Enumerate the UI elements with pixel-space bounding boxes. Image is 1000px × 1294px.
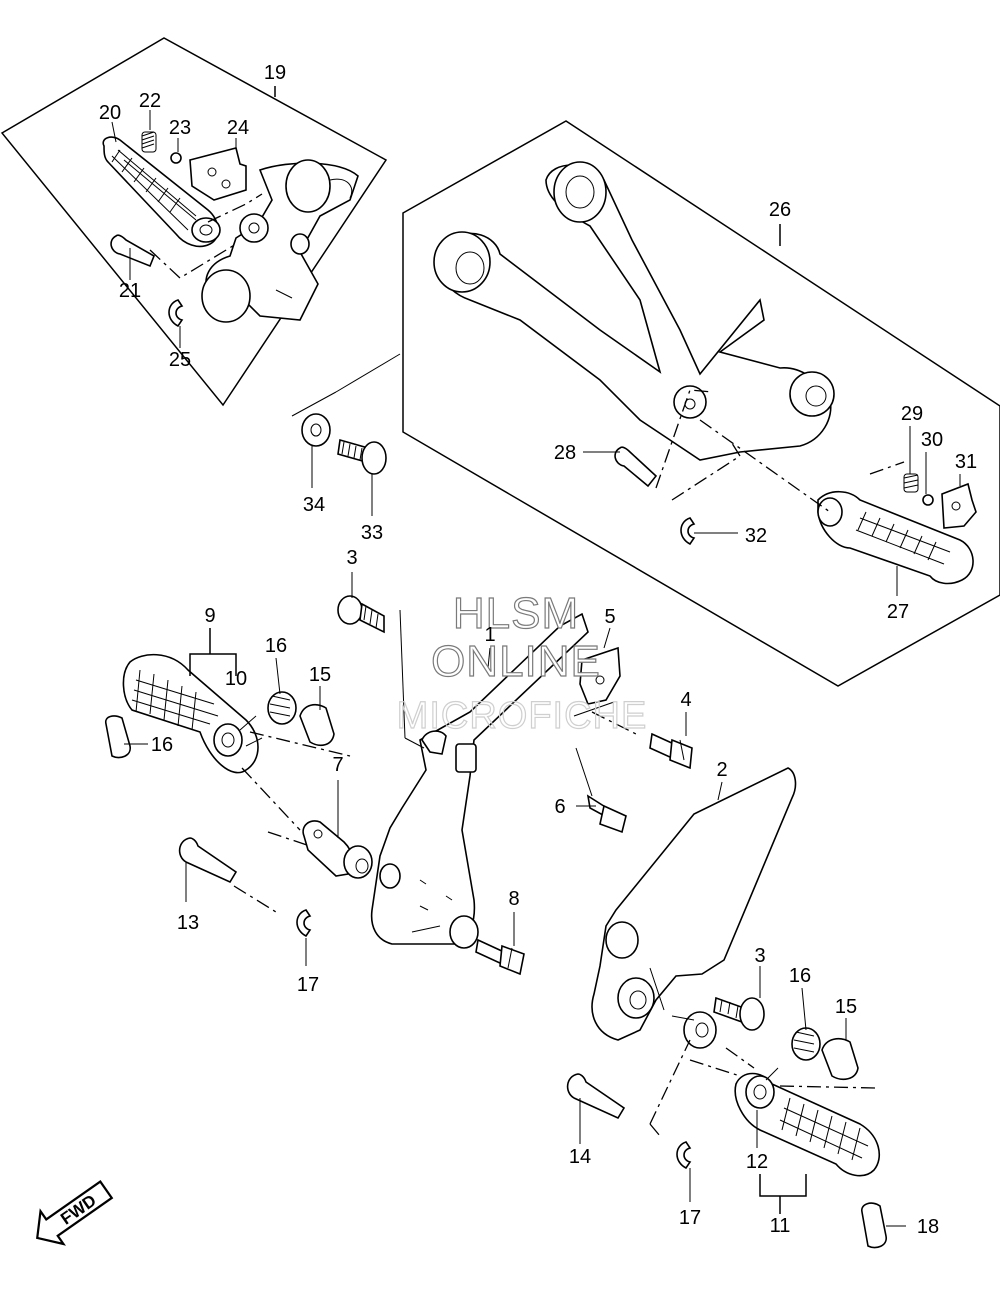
bolt-3a-drawing — [337, 595, 385, 634]
spring-16b-drawing — [791, 1027, 821, 1061]
cap-18-drawing — [861, 1202, 887, 1249]
part-label-2: 2 — [716, 759, 727, 781]
part-label-33: 33 — [361, 522, 383, 544]
part-label-15-right: 15 — [835, 996, 857, 1018]
kit-box-26 — [402, 120, 1000, 687]
part-labels: 19 20 22 23 24 21 25 26 28 29 30 31 32 2… — [99, 62, 977, 1238]
part-label-30: 30 — [921, 429, 943, 451]
clip-17a-drawing — [296, 909, 312, 938]
footpeg-9-drawing — [122, 653, 259, 774]
clip-17b-drawing — [676, 1141, 692, 1170]
pin-13-drawing — [178, 837, 238, 884]
spring-16a-drawing — [267, 691, 297, 725]
bolt-8-drawing — [475, 938, 525, 976]
part-label-12: 12 — [746, 1151, 768, 1173]
part-label-3-upper: 3 — [346, 547, 357, 569]
part-label-27: 27 — [887, 601, 909, 623]
bolt-3b-drawing — [713, 996, 765, 1031]
part-label-16-cap: 16 — [151, 734, 173, 756]
part-label-23: 23 — [169, 117, 191, 139]
part-label-20: 20 — [99, 102, 121, 124]
watermark-line-1: HLSM — [453, 589, 579, 638]
slider-5-drawing — [573, 646, 641, 737]
footpeg-27-drawing — [817, 490, 974, 585]
part-label-7: 7 — [332, 754, 343, 776]
watermark: HLSM ONLINE MICROFICHE — [396, 588, 648, 737]
bolt-4-drawing — [649, 732, 693, 770]
part-label-13: 13 — [177, 912, 199, 934]
part-label-34: 34 — [303, 494, 325, 516]
cap-16c-drawing — [104, 715, 131, 759]
part-label-24: 24 — [227, 117, 249, 139]
footpeg-11-drawing — [734, 1072, 881, 1177]
part-label-17-right: 17 — [679, 1207, 701, 1229]
bolt-6-drawing — [575, 747, 627, 834]
part-label-21: 21 — [119, 280, 141, 302]
pin-14-drawing — [566, 1073, 626, 1120]
part-label-19: 19 — [264, 62, 286, 84]
main-bracket-1-drawing — [370, 609, 589, 949]
part-label-11: 11 — [770, 1215, 791, 1237]
part-label-22: 22 — [139, 90, 161, 112]
part-label-15-left: 15 — [309, 664, 331, 686]
part-label-10: 10 — [225, 668, 247, 690]
watermark-line-2: ONLINE — [431, 637, 601, 686]
part-label-18: 18 — [917, 1216, 939, 1238]
part-label-4: 4 — [680, 689, 691, 711]
bolt-34-33-drawing — [291, 353, 401, 475]
part-label-3-lower: 3 — [754, 945, 765, 967]
part-label-16-right: 16 — [789, 965, 811, 987]
leader-lines — [111, 86, 961, 1227]
pin-15a-drawing — [299, 703, 335, 747]
watermark-line-3: MICROFICHE — [397, 695, 648, 737]
part-label-31: 31 — [955, 451, 977, 473]
part-label-6: 6 — [554, 796, 565, 818]
part-label-29: 29 — [901, 403, 923, 425]
pivot-7-drawing — [302, 820, 373, 879]
part-label-25: 25 — [169, 349, 191, 371]
footpeg-20-drawing — [102, 136, 221, 248]
bracket-lines — [189, 628, 807, 1214]
part-label-14: 14 — [569, 1146, 591, 1168]
part-label-28: 28 — [554, 442, 576, 464]
part-label-5: 5 — [604, 606, 615, 628]
kit-box-19 — [0, 37, 388, 407]
part-label-32: 32 — [745, 525, 767, 547]
part-label-1: 1 — [484, 624, 495, 646]
bracket-2-drawing — [591, 767, 797, 1049]
part-label-16-left: 16 — [265, 635, 287, 657]
bracket-19-drawing — [201, 159, 359, 323]
part-label-8: 8 — [508, 888, 519, 910]
fwd-arrow-icon — [36, 1180, 114, 1246]
bracket-26-drawing — [433, 161, 835, 461]
part-label-17-left: 17 — [297, 974, 319, 996]
fwd-arrow: FWD — [36, 1180, 114, 1246]
pin-15b-drawing — [821, 1037, 859, 1081]
part-label-9: 9 — [204, 605, 215, 627]
part-label-26: 26 — [769, 199, 791, 221]
